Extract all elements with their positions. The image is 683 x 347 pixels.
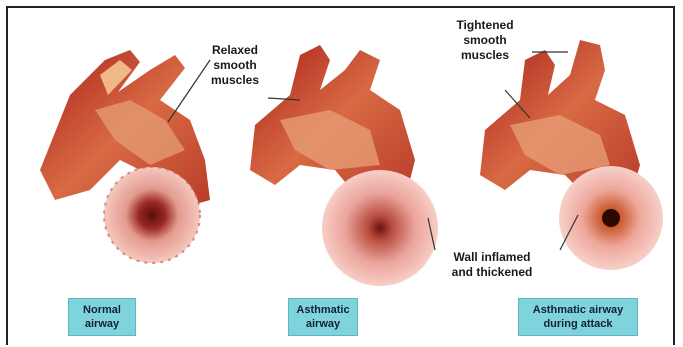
caption-normal-airway: Normal airway (68, 298, 136, 336)
normal-airway-drawing (40, 50, 210, 263)
label-tightened-smooth-muscles: Tightened smooth muscles (446, 18, 524, 63)
label-relaxed-smooth-muscles: Relaxed smooth muscles (200, 43, 270, 88)
caption-asthmatic-airway-attack: Asthmatic airway during attack (518, 298, 638, 336)
caption-asthmatic-airway: Asthmatic airway (288, 298, 358, 336)
label-wall-inflamed: Wall inflamed and thickened (432, 250, 552, 280)
attack-airway-drawing (480, 40, 663, 270)
asthmatic-airway-drawing (250, 45, 438, 286)
